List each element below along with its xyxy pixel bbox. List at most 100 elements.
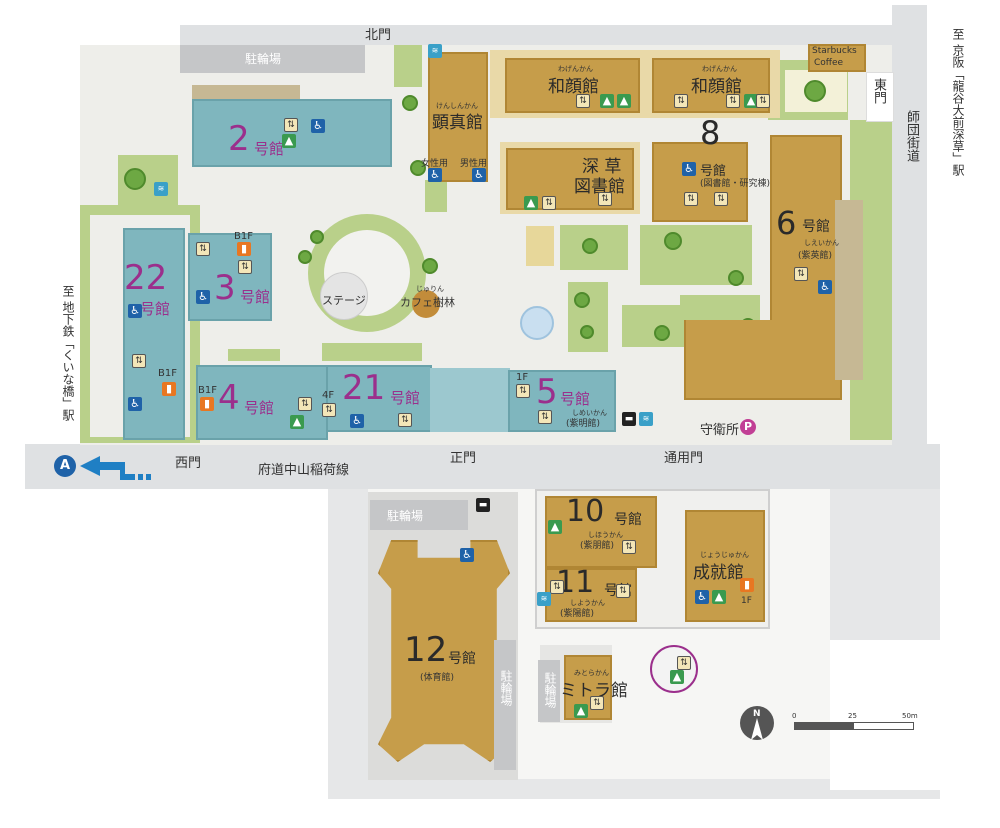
route-marker-a[interactable] <box>54 455 76 477</box>
south-road <box>25 444 940 489</box>
restroom-icon: ▮ <box>237 242 251 256</box>
accessible-icon: ♿ <box>682 162 696 176</box>
ramp-icon: ▲ <box>744 94 758 108</box>
tree-icon <box>582 238 598 254</box>
east-road <box>892 5 927 489</box>
bicycle-parking-12-east: 駐輪場 <box>499 670 513 706</box>
accessible-icon: ♿ <box>196 290 210 304</box>
ramp-icon: ▲ <box>524 196 538 210</box>
ramp-icon: ▲ <box>548 520 562 534</box>
smoking-area-icon: ≋ <box>639 412 653 426</box>
elevator-icon: ⇅ <box>590 696 604 710</box>
building-library[interactable] <box>506 148 634 210</box>
building-5-sub: (紫明館) <box>566 419 601 429</box>
bus-icon: ▬ <box>476 498 490 512</box>
ramp-icon: ▲ <box>712 590 726 604</box>
building-8-suffix: 号館 <box>700 164 727 179</box>
wagen-1-name: 和顔館 <box>548 77 599 97</box>
cafe-ruby: じゅりん <box>416 285 444 293</box>
elevator-icon: ⇅ <box>238 260 252 274</box>
starbucks[interactable] <box>808 44 866 72</box>
sand-patch <box>526 226 554 266</box>
tree-icon <box>664 232 682 250</box>
scale-label-0: 0 <box>792 712 797 720</box>
building-12-suffix: 号館 <box>448 651 476 667</box>
elevator-icon: ⇅ <box>622 540 636 554</box>
building-6-base[interactable] <box>684 320 842 400</box>
building-21[interactable] <box>326 365 432 432</box>
parking-icon: P <box>740 419 756 435</box>
building-kenshin[interactable] <box>428 52 488 182</box>
building-6-sub: (紫英館) <box>798 251 833 261</box>
tree-icon <box>410 160 426 176</box>
accessible-icon: ♿ <box>128 397 142 411</box>
ramp-icon: ▲ <box>282 134 296 148</box>
cafe-circle <box>412 290 440 318</box>
building-4-number: 4 <box>218 378 240 418</box>
to-west-station-label: 至 地下鉄「くいな橋」駅 <box>61 285 75 421</box>
wagen-2-ruby: わげんかん <box>702 65 737 73</box>
lawn-south-strip <box>322 343 422 361</box>
building-8[interactable] <box>652 142 748 222</box>
library-line1: 深 草 <box>582 157 622 177</box>
building-mitora[interactable] <box>564 655 612 720</box>
elevator-icon: ⇅ <box>542 196 556 210</box>
smoking-area-icon: ≋ <box>537 592 551 606</box>
building-2[interactable] <box>192 99 392 167</box>
elevator-icon: ⇅ <box>726 94 740 108</box>
kenshin-ruby: けんしんかん <box>436 102 478 110</box>
route-marker-a-label: A <box>60 458 71 473</box>
bicycle-roof-12-east <box>494 640 516 770</box>
joju-floor: 1F <box>741 596 752 606</box>
building-10-ruby: しほうかん <box>588 531 623 539</box>
building-2-number: 2 <box>228 119 250 159</box>
elevator-icon: ⇅ <box>674 94 688 108</box>
building-8-number: 8 <box>700 114 721 152</box>
stage-label: ステージ <box>322 294 366 307</box>
east-gate-label: 東門 <box>871 78 886 104</box>
building-12-sub: (体育館) <box>420 673 455 683</box>
restroom-icon: ▮ <box>740 578 754 592</box>
elevator-icon: ⇅ <box>576 94 590 108</box>
elevator-icon: ⇅ <box>684 192 698 206</box>
lawn-south-strip-2 <box>228 349 280 361</box>
southeast-white <box>830 640 940 790</box>
building-6-ruby: しえいかん <box>804 239 839 247</box>
tree-icon <box>654 325 670 341</box>
building-12-number: 12 <box>404 630 448 670</box>
cafe-label: カフェ樹林 <box>400 296 455 309</box>
main-gate-label: 正門 <box>450 451 477 466</box>
building-8-sub: (図書館・研究棟) <box>700 179 771 189</box>
tree-icon <box>298 250 312 264</box>
tree-icon <box>574 292 590 308</box>
building-6-number: 6 <box>776 204 797 242</box>
lawn-south-strip-3 <box>425 180 447 212</box>
building-10-sub: (紫朋館) <box>580 541 615 551</box>
building-5[interactable] <box>508 370 616 432</box>
elevator-icon: ⇅ <box>756 94 770 108</box>
ramp-icon: ▲ <box>574 704 588 718</box>
women-label: 女性用 <box>421 159 449 169</box>
bicycle-roof-north <box>180 45 365 73</box>
building-10[interactable] <box>545 496 657 568</box>
elevator-icon: ⇅ <box>616 584 630 598</box>
bicycle-parking-12: 駐輪場 <box>387 509 424 523</box>
building-wagen-2[interactable] <box>652 58 770 113</box>
accessible-icon: ♿ <box>818 280 832 294</box>
building-4-floor-4f: 4F <box>322 390 335 401</box>
elevator-icon: ⇅ <box>516 384 530 398</box>
elevator-icon: ⇅ <box>538 410 552 424</box>
scale-label-50: 50m <box>902 712 918 720</box>
building-5-ruby: しめいかん <box>572 409 607 417</box>
joju-name: 成就館 <box>693 563 744 583</box>
building-10-number: 10 <box>566 494 605 529</box>
elevator-icon: ⇅ <box>794 267 808 281</box>
restroom-icon: ▮ <box>200 397 214 411</box>
elevator-icon: ⇅ <box>322 403 336 417</box>
to-east-station-label: 至 京阪「龍谷大前深草」駅 <box>951 28 965 176</box>
east-gate-box <box>866 72 894 122</box>
corridor-21-5 <box>430 368 510 432</box>
restroom-icon: ▮ <box>162 382 176 396</box>
building-5-number: 5 <box>536 372 558 412</box>
